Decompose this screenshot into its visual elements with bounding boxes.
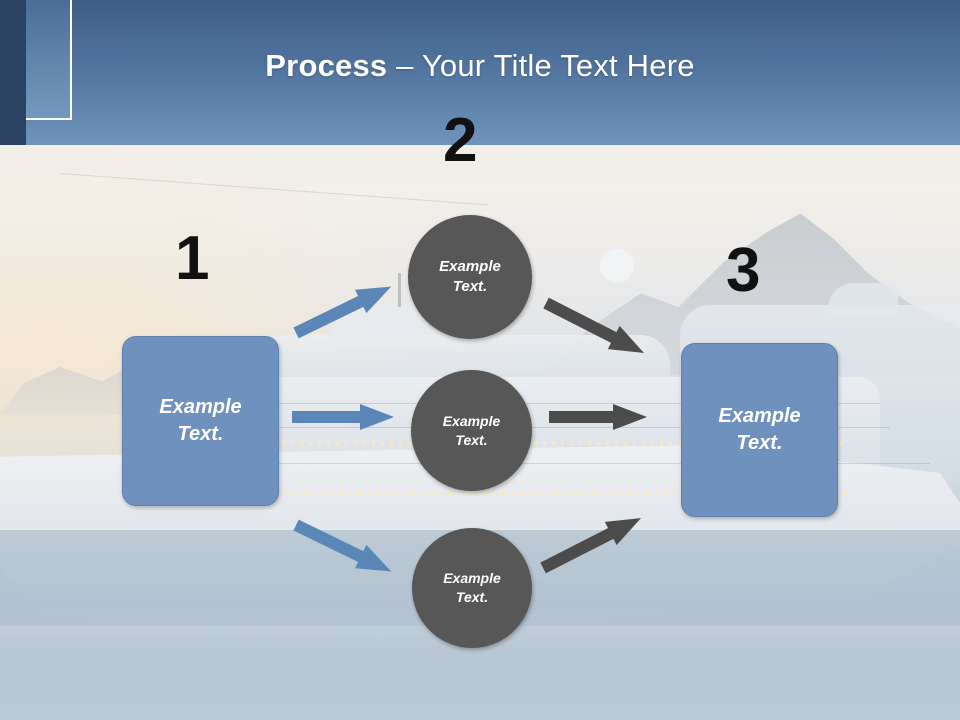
output-box[interactable]: Example Text. [681, 343, 838, 517]
circle-top-line1: Example [439, 257, 501, 275]
ship-mast [398, 273, 401, 307]
circle-middle-text: Example Text. [443, 412, 501, 450]
input-box-line2: Text. [177, 423, 224, 445]
page-title-bold: Process [265, 48, 388, 83]
arrow-box-to-circle-top [290, 275, 397, 345]
input-box-text: Example Text. [159, 394, 241, 448]
circle-top-text: Example Text. [439, 257, 501, 298]
arrow-circle-middle-to-box [549, 404, 647, 430]
page-title-light: Your Title Text Here [421, 48, 695, 83]
arrow-circle-bottom-to-box [537, 506, 647, 579]
output-box-line1: Example [718, 405, 801, 427]
circle-bottom-line1: Example [443, 570, 501, 587]
deck-line-3 [140, 463, 930, 464]
arrow-circle-top-to-box [540, 291, 650, 364]
ship-right-funnel [828, 283, 898, 317]
input-box[interactable]: Example Text. [122, 336, 279, 506]
page-title: Process – Your Title Text Here [0, 48, 960, 84]
circle-step-middle[interactable]: Example Text. [411, 370, 532, 491]
input-box-line1: Example [159, 396, 242, 418]
ship-radome [600, 249, 634, 283]
output-box-line2: Text. [736, 432, 783, 454]
title-band [0, 0, 960, 145]
arrow-box-to-circle-middle [292, 404, 394, 430]
deck-line-1 [180, 403, 880, 404]
circle-top-line2: Text. [452, 278, 488, 295]
circle-bottom-line2: Text. [455, 589, 489, 605]
page-title-separator: – [387, 48, 422, 83]
title-band-accent-block [26, 0, 72, 120]
deck-line-2 [180, 427, 890, 428]
circle-bottom-text: Example Text. [443, 569, 501, 607]
circle-middle-line1: Example [442, 412, 501, 429]
output-box-text: Example Text. [718, 403, 800, 457]
step-number-3: 3 [726, 236, 761, 305]
step-number-1: 1 [175, 224, 210, 293]
circle-step-bottom[interactable]: Example Text. [412, 528, 532, 648]
title-band-left-edge [0, 0, 26, 145]
circle-middle-line2: Text. [455, 431, 488, 448]
deck-lights-2 [250, 491, 850, 495]
step-number-2: 2 [443, 106, 478, 175]
arrow-box-to-circle-bottom [290, 513, 397, 583]
circle-step-top[interactable]: Example Text. [408, 215, 532, 339]
